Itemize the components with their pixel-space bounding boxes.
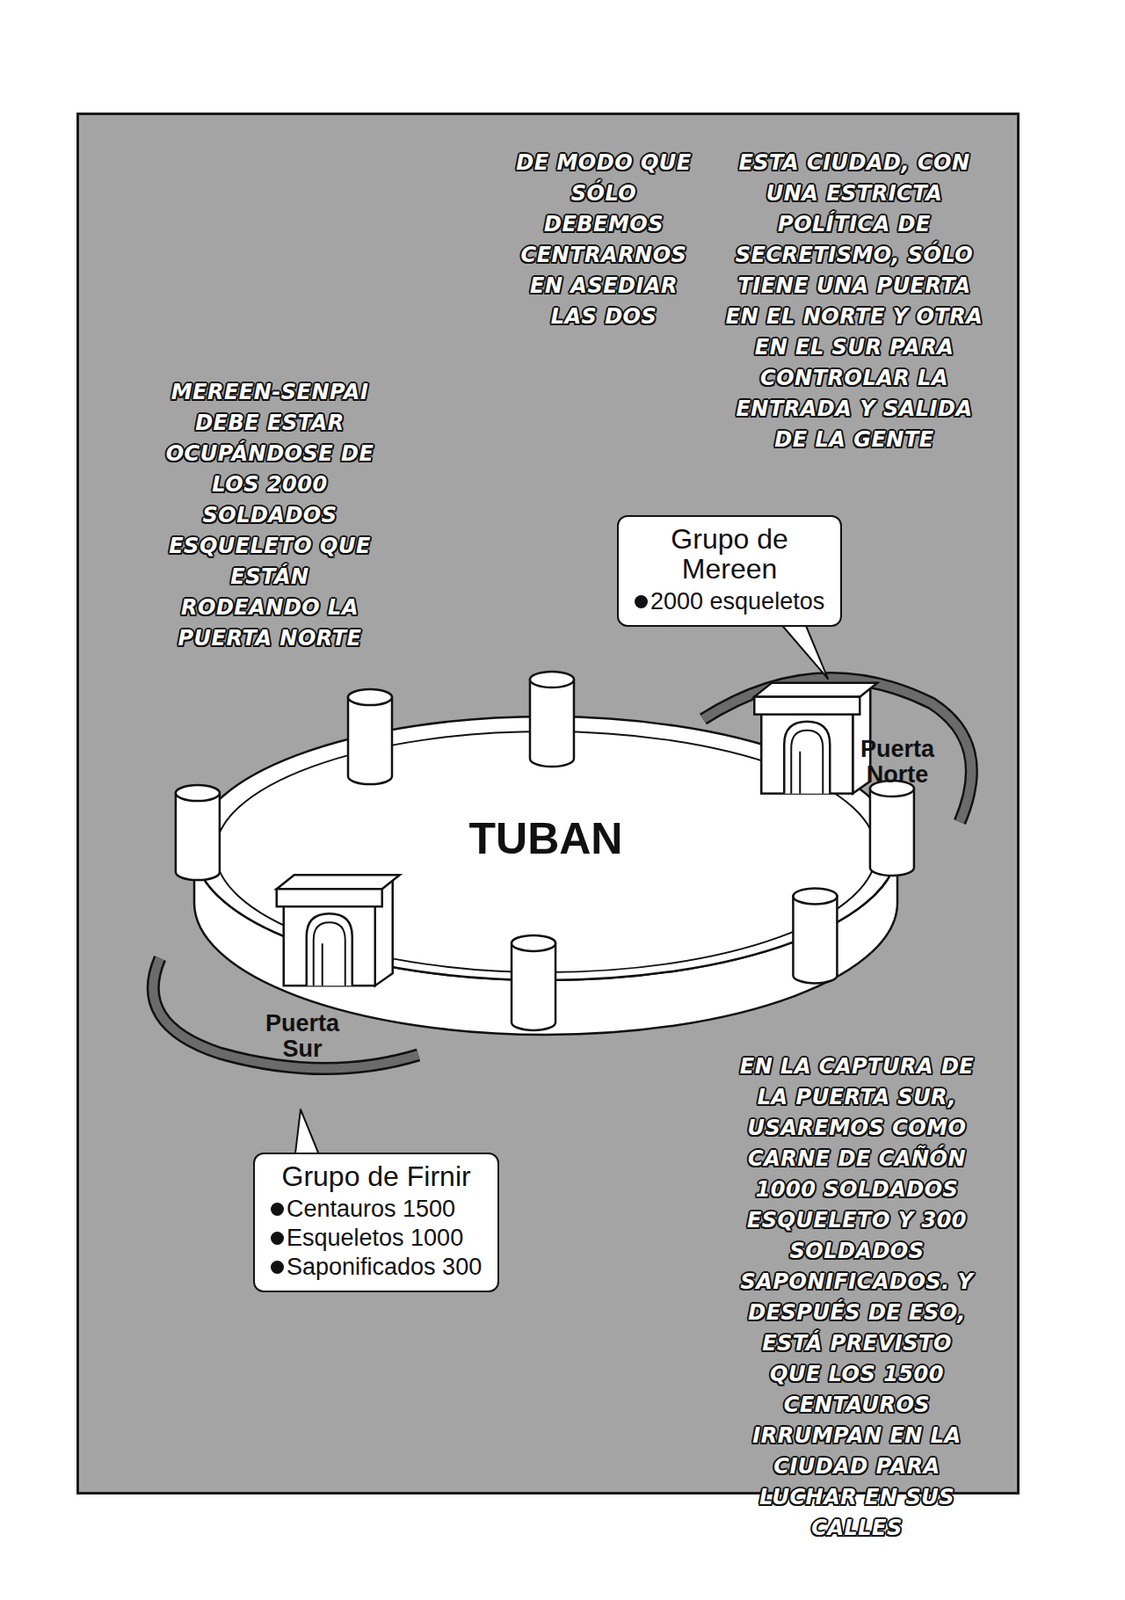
- tower: [175, 784, 220, 880]
- gate-arch: [783, 721, 830, 794]
- callout-box: Grupo de FirnirCentauros 1500Esqueletos …: [253, 1152, 500, 1292]
- gate-label: Puerta Sur: [254, 1010, 351, 1062]
- city-name: TUBAN: [469, 812, 624, 864]
- troop-count: 2000 esqueletos: [634, 587, 825, 617]
- tower: [511, 935, 556, 1031]
- tower-body: [792, 895, 837, 983]
- troop-count: Esqueletos 1000: [270, 1223, 482, 1253]
- tower-body: [348, 696, 392, 784]
- tower-top: [175, 784, 220, 801]
- gate-slab: [754, 696, 860, 715]
- gate-arch-inner: [791, 730, 823, 794]
- group-title: Grupo de Mereen: [645, 523, 813, 584]
- tower: [792, 887, 837, 983]
- tower: [870, 780, 915, 876]
- tower-body: [511, 943, 556, 1031]
- tower-body: [529, 679, 574, 767]
- troop-count: Saponificados 300: [270, 1252, 482, 1282]
- tower: [529, 671, 574, 767]
- narration-text: DE MODO QUE SÓLO DEBEMOS CENTRARNOS EN A…: [509, 147, 699, 333]
- gate-arch-inner: [313, 921, 346, 986]
- group-title: Grupo de Firnir: [270, 1161, 482, 1191]
- callout-tail: [295, 1109, 320, 1156]
- bullet: [634, 595, 648, 609]
- narration-text: MEREEN-SENPAI DEBE ESTAR OCUPÁNDOSE DE L…: [158, 377, 383, 654]
- bullet: [270, 1260, 284, 1274]
- gate-label: Puerta Norte: [849, 736, 946, 788]
- tower-top: [529, 671, 574, 688]
- troop-count: Centauros 1500: [270, 1194, 482, 1224]
- tower: [348, 689, 392, 784]
- callout-box: Grupo de Mereen2000 esqueletos: [616, 515, 842, 627]
- bullet: [270, 1202, 284, 1216]
- gate-slab: [276, 888, 383, 907]
- gate-arch: [306, 913, 353, 986]
- gate-building: [754, 682, 878, 794]
- tower-body: [175, 792, 220, 880]
- tower-top: [348, 689, 392, 705]
- narration-text: ESTA CIUDAD, CON UNA ESTRICTA POLÍTICA D…: [722, 147, 987, 456]
- bullet: [270, 1231, 284, 1245]
- narration-text: EN LA CAPTURA DE LA PUERTA SUR, USAREMOS…: [736, 1051, 979, 1544]
- tower-body: [870, 788, 915, 876]
- gate-slab-top: [276, 874, 400, 889]
- tower-top: [792, 887, 837, 904]
- gate-building: [276, 874, 400, 986]
- tower-top: [511, 935, 556, 951]
- gate-slab-top: [754, 682, 878, 697]
- callout-tail: [780, 623, 828, 679]
